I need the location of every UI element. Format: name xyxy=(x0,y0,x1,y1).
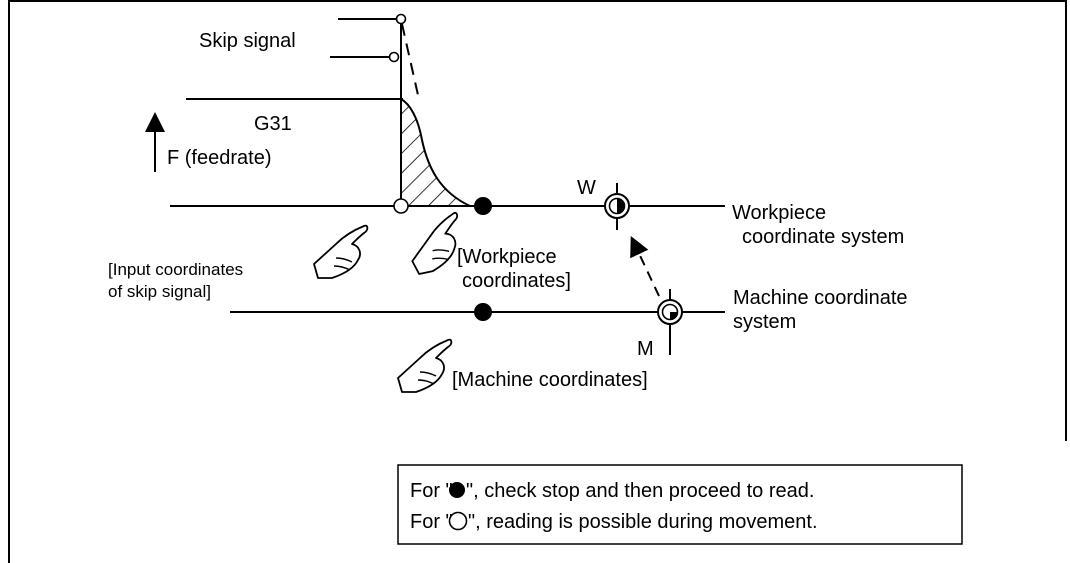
note-line-2-prefix: For " xyxy=(410,511,453,533)
note-line-1-prefix: For " xyxy=(410,480,453,502)
origin-shift-arrow xyxy=(630,235,660,297)
pointing-hand-icon xyxy=(397,338,453,393)
deceleration-curve xyxy=(400,98,471,207)
filled-circle-icon xyxy=(449,482,465,498)
machine-coordinates-label: [Machine coordinates] xyxy=(452,369,648,391)
skip-signal-label: Skip signal xyxy=(199,30,296,52)
open-circle-icon xyxy=(448,511,468,531)
skip-signal-dashed xyxy=(401,23,419,96)
input-coordinates-label: [Input coordinates of skip signal] xyxy=(108,260,248,301)
note-line-2: For " ", reading is possible during move… xyxy=(410,511,818,533)
feedrate-label: F (feedrate) xyxy=(167,147,271,169)
filled-circle-icon xyxy=(474,303,492,321)
filled-circle-icon xyxy=(474,197,492,215)
note-line-1: For " ", check stop and then proceed to … xyxy=(410,480,814,502)
w-origin-label: W xyxy=(577,177,596,199)
coordinate-origin-icon xyxy=(604,183,630,230)
note-box xyxy=(397,464,963,545)
open-circle-icon xyxy=(395,13,407,25)
g31-label: G31 xyxy=(254,113,292,135)
workpiece-coordinates-label: [Workpiece coordinates] xyxy=(457,246,571,292)
m-origin-label: M xyxy=(637,338,654,360)
pointing-hand-icon xyxy=(313,224,369,279)
note-line-1-suffix: ", check stop and then proceed to read. xyxy=(466,480,814,502)
coordinate-origin-icon xyxy=(657,289,683,355)
machine-cs-label: Machine coordinate system xyxy=(733,287,913,333)
deceleration-hatched-area xyxy=(401,99,470,206)
open-circle-icon xyxy=(393,198,409,214)
open-circle-icon xyxy=(388,51,400,63)
note-line-2-suffix: ", reading is possible during movement. xyxy=(468,511,818,533)
workpiece-cs-label: Workpiece coordinate system xyxy=(732,202,904,248)
pointing-hand-icon xyxy=(411,211,459,275)
